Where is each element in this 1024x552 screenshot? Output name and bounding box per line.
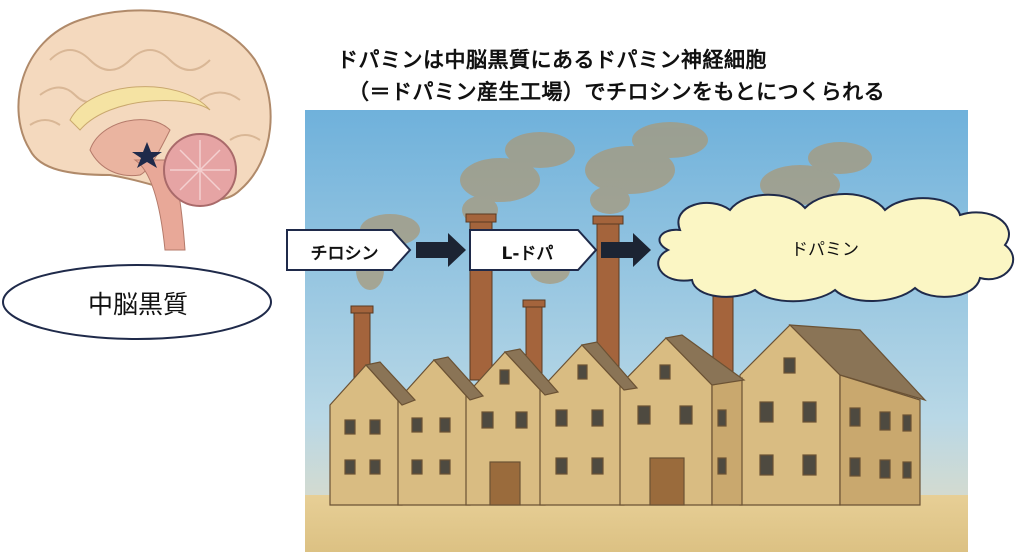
title-line-2: （＝ドパミン産生工場）でチロシンをもとにつくられる [348, 80, 886, 104]
tyrosine-box [286, 229, 412, 271]
title-line-1: ドパミンは中脳黒質にあるドパミン神経細胞 [337, 48, 767, 72]
arrow-icon [601, 233, 651, 267]
brain-region-ellipse [2, 264, 272, 340]
l-dopa-box [469, 229, 598, 271]
dopamine-label: ドパミン [791, 240, 859, 260]
factory-buildings [329, 324, 927, 506]
l-dopa-label: L-ドパ [501, 244, 554, 264]
dopamine-cloud [657, 193, 1015, 303]
brain-region-label: 中脳黒質 [87, 290, 188, 319]
tyrosine-label: チロシン [310, 244, 379, 264]
brain-illustration [17, 9, 272, 251]
arrow-icon [416, 233, 466, 267]
star-marker [132, 142, 162, 168]
factory-scene [305, 110, 968, 552]
